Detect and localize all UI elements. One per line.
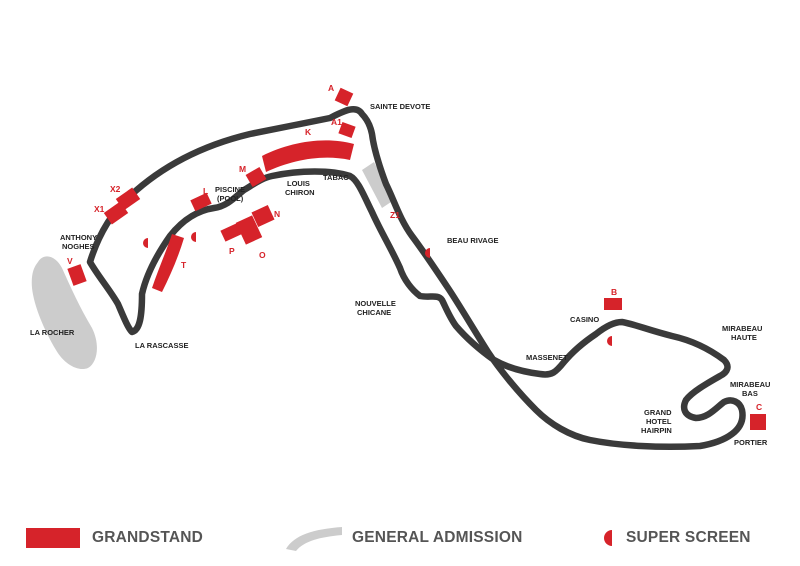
- super-screens: [143, 232, 612, 346]
- corner-label-beau-rivage: BEAU RIVAGE: [447, 236, 499, 245]
- corner-label-grand: GRAND: [644, 408, 672, 417]
- corner-label-tabac: TABAC: [323, 173, 349, 182]
- legend-grandstand: GRANDSTAND: [26, 518, 203, 558]
- corner-label-la-rascasse: LA RASCASSE: [135, 341, 188, 350]
- corner-label-mirabeau-bas-1: MIRABEAU: [730, 380, 770, 389]
- corner-label-hairpin: HAIRPIN: [641, 426, 672, 435]
- grandstand-a1[interactable]: [338, 121, 356, 139]
- map-legend: GRANDSTAND GENERAL ADMISSION SUPER SCREE…: [0, 518, 800, 558]
- grandstand-c[interactable]: [750, 414, 766, 430]
- corner-label-mirabeau-haute-1: MIRABEAU: [722, 324, 762, 333]
- grandstand-label-k: K: [305, 127, 312, 137]
- race-track: [86, 106, 746, 450]
- grandstand-k[interactable]: [262, 140, 354, 172]
- corner-label-chiron: CHIRON: [285, 188, 315, 197]
- grandstand-p[interactable]: [220, 222, 244, 242]
- general-admission-swatch: [286, 527, 342, 551]
- corner-label-hotel: HOTEL: [646, 417, 672, 426]
- grandstand-label-m: M: [239, 164, 246, 174]
- corner-label-noghes: NOGHES: [62, 242, 95, 251]
- grandstand-swatch: [26, 528, 80, 548]
- grandstand-label-l: L: [203, 186, 208, 196]
- grandstand-label-v: V: [67, 256, 73, 266]
- grandstand-label-c: C: [756, 402, 762, 412]
- super-screen-piscine[interactable]: [191, 232, 196, 242]
- corner-label-la-rocher: LA ROCHER: [30, 328, 75, 337]
- corner-label-sainte-devote: SAINTE DEVOTE: [370, 102, 430, 111]
- legend-general-admission: GENERAL ADMISSION: [284, 518, 522, 558]
- legend-super-screen-label: SUPER SCREEN: [626, 529, 751, 546]
- general-admission-label-z1: Z1: [390, 210, 400, 220]
- legend-general-admission-label: GENERAL ADMISSION: [352, 529, 523, 546]
- corner-label-mirabeau-bas-2: BAS: [742, 389, 758, 398]
- grandstand-l[interactable]: [190, 192, 212, 212]
- la-rocher-general-admission-area[interactable]: [31, 256, 97, 370]
- grandstand-label-a1: A1: [331, 117, 342, 127]
- grandstand-label-p: P: [229, 246, 235, 256]
- corner-label-pool: (POOL): [217, 194, 244, 203]
- corner-label-casino: CASINO: [570, 315, 599, 324]
- legend-grandstand-label: GRANDSTAND: [92, 529, 204, 546]
- corner-label-louis: LOUIS: [287, 179, 310, 188]
- super-screen-casino[interactable]: [607, 336, 612, 346]
- corner-label-massenet: MASSENET: [526, 353, 568, 362]
- grandstand-v[interactable]: [67, 264, 87, 286]
- super-screen-anthony-noghes[interactable]: [143, 238, 148, 248]
- grandstand-m[interactable]: [245, 166, 267, 188]
- grandstand-t[interactable]: [152, 234, 184, 292]
- grandstand-label-b: B: [611, 287, 617, 297]
- corner-label-nouvelle: NOUVELLE: [355, 299, 396, 308]
- corner-labels: SAINTE DEVOTE TABAC LOUIS CHIRON PISCINE…: [30, 102, 770, 447]
- grandstand-b[interactable]: [604, 298, 622, 310]
- corner-label-chicane: CHICANE: [357, 308, 391, 317]
- grandstand-label-a: A: [328, 83, 334, 93]
- grandstand-x1[interactable]: [103, 201, 129, 225]
- grandstand-n[interactable]: [251, 204, 275, 228]
- super-screen-swatch: [604, 530, 612, 546]
- grandstand-labels: A A1 K M L X2 X1 V T N O P B C Z1: [67, 83, 762, 412]
- super-screen-beau-rivage[interactable]: [425, 248, 430, 258]
- grandstands: [67, 87, 766, 430]
- corner-label-portier: PORTIER: [734, 438, 768, 447]
- grandstand-a[interactable]: [334, 87, 354, 107]
- grandstand-o[interactable]: [235, 215, 263, 245]
- grandstand-label-o: O: [259, 250, 266, 260]
- corner-label-anthony: ANTHONY: [60, 233, 97, 242]
- grandstand-label-x1: X1: [94, 204, 105, 214]
- corner-label-piscine: PISCINE: [215, 185, 245, 194]
- grandstand-label-x2: X2: [110, 184, 121, 194]
- z1-general-admission-area[interactable]: [362, 162, 394, 208]
- grandstand-label-t: T: [181, 260, 187, 270]
- legend-super-screen: SUPER SCREEN: [600, 518, 751, 558]
- corner-label-mirabeau-haute-2: HAUTE: [731, 333, 757, 342]
- grandstand-label-n: N: [274, 209, 280, 219]
